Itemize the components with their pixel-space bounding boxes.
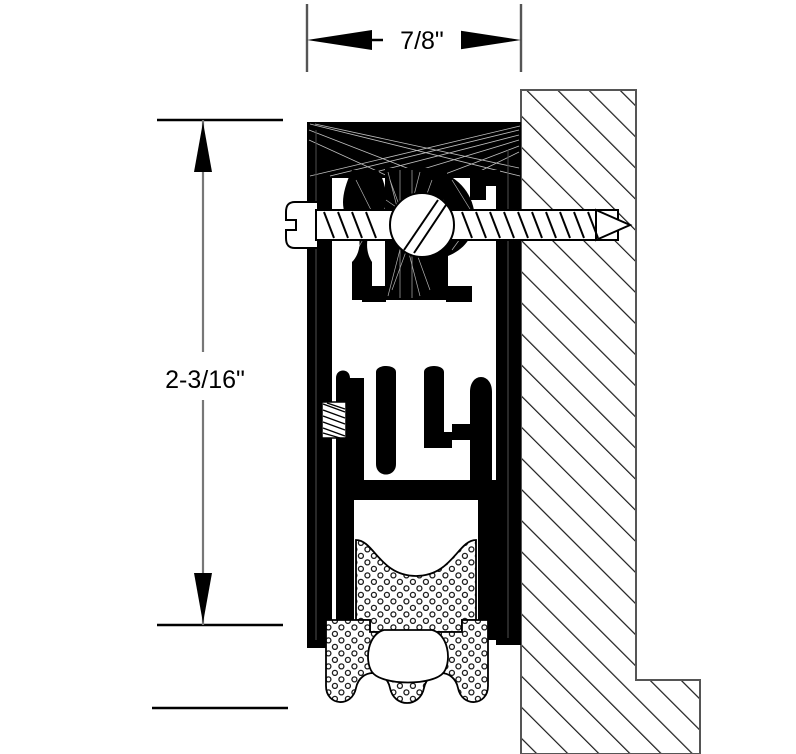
width-arrow-right [456,30,521,50]
height-arrow-top [194,122,212,172]
width-dimension: 7/8" [305,4,523,72]
width-dimension-label: 7/8" [400,27,444,55]
wall-section [520,89,701,754]
retainer-housing [307,122,521,648]
height-dimension: 2-3/16" [152,118,288,710]
mounting-screw [285,192,633,258]
height-arrow-bottom [194,573,212,623]
finned-extrusion [336,366,496,640]
height-dimension-label: 2-3/16" [165,366,245,394]
spring-clip [321,401,347,439]
neoprene-gasket [325,539,489,704]
width-arrow-left [307,30,372,50]
